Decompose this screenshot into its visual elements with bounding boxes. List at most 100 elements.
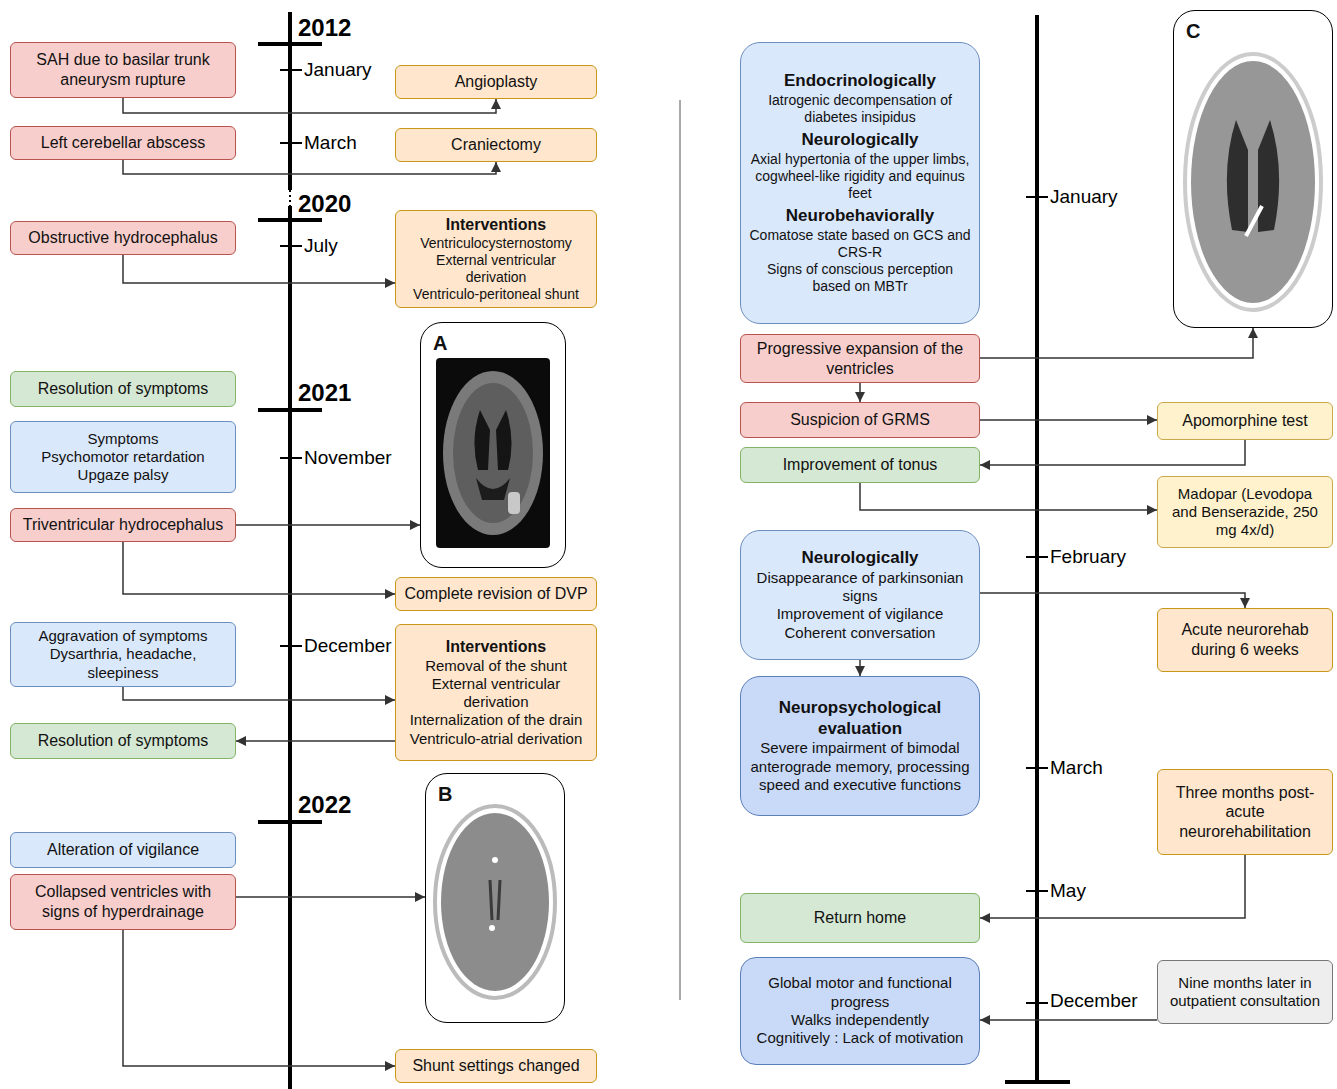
ct-scan-b <box>435 806 555 998</box>
connector-arrow <box>859 383 861 402</box>
event-box: InterventionsVentriculocysternostomyExte… <box>395 210 597 308</box>
box-text: Madopar (Levodopa and Benserazide, 250 m… <box>1166 485 1324 540</box>
box-text: Apomorphine test <box>1182 411 1307 431</box>
event-box: Resolution of symptoms <box>10 723 236 759</box>
mri-scan-a <box>436 358 550 548</box>
box-text: Return home <box>814 908 907 928</box>
box-text: Three months post-acute neurorehabilitat… <box>1166 783 1324 842</box>
connector-arrow <box>123 542 395 594</box>
shunt-spot <box>492 857 498 863</box>
connector-arrow <box>980 440 1245 465</box>
shunt <box>1246 206 1262 236</box>
box-text: Iatrogenic decompensation of diabetes in… <box>749 92 971 126</box>
box-text: Improvement of tonus <box>783 455 938 475</box>
ventricles <box>474 410 511 470</box>
box-text: Resolution of symptoms <box>38 379 209 399</box>
event-box: Shunt settings changed <box>395 1049 597 1083</box>
box-text: Angioplasty <box>455 72 538 92</box>
timeline-gap <box>289 190 291 206</box>
timeline-axis <box>1035 15 1039 1082</box>
connector-arrow <box>980 328 1253 358</box>
box-heading: Neurologically <box>801 548 918 569</box>
month-tick <box>1026 1002 1048 1004</box>
event-box: Return home <box>740 893 980 943</box>
event-box: Suspicion of GRMS <box>740 402 980 438</box>
month-tick <box>280 69 302 71</box>
month-label: November <box>304 447 392 469</box>
box-text: Acute neurorehab during 6 weeks <box>1166 620 1324 659</box>
connector-arrow <box>980 1019 1157 1021</box>
box-text: Suspicion of GRMS <box>790 410 930 430</box>
ct-scan-c <box>1185 54 1321 310</box>
box-text: Complete revision of DVP <box>404 584 587 604</box>
connector-arrow <box>123 160 496 174</box>
event-box: Left cerebellar abscess <box>10 126 236 160</box>
month-tick <box>1026 196 1048 198</box>
box-heading: Neurobehaviorally <box>786 206 934 227</box>
box-text: Walks independently <box>791 1011 929 1029</box>
box-heading: Neuropsychological evaluation <box>749 698 971 739</box>
box-text: Progressive expansion of the ventricles <box>749 339 971 378</box>
connector-arrow <box>980 419 1157 421</box>
skull <box>435 806 555 998</box>
year-tick <box>258 42 322 46</box>
box-text: Cognitively : Lack of motivation <box>757 1029 964 1047</box>
box-text: Signs of conscious perception based on M… <box>749 261 971 295</box>
ventricles <box>1227 120 1279 232</box>
box-text: Obstructive hydrocephalus <box>28 228 217 248</box>
month-tick <box>1026 890 1048 892</box>
event-box: SAH due to basilar trunk aneurysm ruptur… <box>10 42 236 98</box>
connector-arrow <box>980 855 1245 918</box>
month-label: February <box>1050 546 1126 568</box>
box-text: Left cerebellar abscess <box>41 133 206 153</box>
box-text: Upgaze palsy <box>78 466 169 484</box>
month-label: July <box>304 235 338 257</box>
box-text: Ventriculo-atrial derivation <box>410 730 583 748</box>
connector-arrow <box>123 687 395 700</box>
box-heading: Neurologically <box>801 130 918 151</box>
event-box: Three months post-acute neurorehabilitat… <box>1157 769 1333 855</box>
image-panel: B <box>425 773 565 1023</box>
connector-arrow <box>236 896 425 898</box>
shunt-spot <box>489 925 495 931</box>
event-box: Craniectomy <box>395 128 597 162</box>
event-box: Improvement of tonus <box>740 447 980 483</box>
year-label: 2020 <box>298 190 351 218</box>
box-text: Ventriculo-peritoneal shunt <box>413 286 579 303</box>
year-label: 2021 <box>298 379 351 407</box>
timeline-end <box>1005 1080 1070 1084</box>
box-heading: Interventions <box>446 215 546 235</box>
event-box: Acute neurorehab during 6 weeks <box>1157 608 1333 672</box>
image-panel: C <box>1173 10 1333 328</box>
event-box: EndocrinologicallyIatrogenic decompensat… <box>740 42 980 324</box>
event-box: Angioplasty <box>395 65 597 99</box>
box-text: Shunt settings changed <box>412 1056 579 1076</box>
box-text: Comatose state based on GCS and CRS-R <box>749 227 971 261</box>
event-box: SymptomsPsychomotor retardationUpgaze pa… <box>10 421 236 493</box>
event-box: Complete revision of DVP <box>395 577 597 611</box>
lesion <box>508 492 520 514</box>
event-box: Obstructive hydrocephalus <box>10 221 236 255</box>
box-text: Axial hypertonia of the upper limbs, cog… <box>749 151 971 202</box>
box-text: Disappearance of parkinsonian signs <box>749 569 971 606</box>
year-tick <box>258 218 322 222</box>
month-tick <box>280 142 302 144</box>
connector-arrow <box>236 740 395 742</box>
event-box: Aggravation of symptomsDysarthria, heada… <box>10 622 236 687</box>
event-box: NeurologicallyDisappearance of parkinson… <box>740 530 980 660</box>
brain <box>1191 61 1315 303</box>
box-text: Psychomotor retardation <box>41 448 204 466</box>
ventricles <box>476 478 510 500</box>
box-text: Resolution of symptoms <box>38 731 209 751</box>
box-heading: Endocrinologically <box>784 71 936 92</box>
box-text: Dysarthria, headache, sleepiness <box>19 645 227 682</box>
timeline-axis <box>288 206 292 1089</box>
panel-letter: B <box>438 782 452 806</box>
event-box: Apomorphine test <box>1157 402 1333 440</box>
event-box: Progressive expansion of the ventricles <box>740 334 980 383</box>
box-text: Alteration of vigilance <box>47 840 199 860</box>
connector-arrow <box>980 593 1245 608</box>
ventricles <box>490 880 500 920</box>
month-label: May <box>1050 880 1086 902</box>
month-tick <box>280 245 302 247</box>
